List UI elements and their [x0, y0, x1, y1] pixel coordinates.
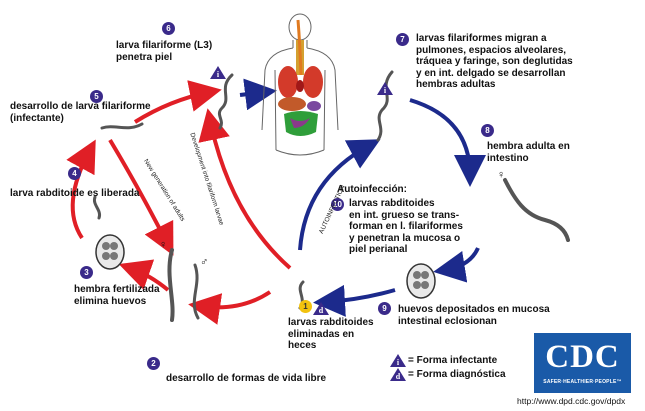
organs-icon	[278, 19, 323, 136]
egg-intestine-icon	[406, 263, 436, 299]
step-1-label: larvas rabditoides eliminadas en heces	[288, 317, 374, 351]
step-9-label: huevos depositados en mucosa intestinal …	[398, 304, 550, 327]
arrow-migration	[409, 98, 486, 187]
autoinfeccion-title: Autoinfección:	[337, 184, 407, 195]
cdc-logo: CDC SAFER·HEALTHIER·PEOPLE™	[534, 333, 631, 393]
legend-diagnostic-icon: d	[390, 368, 406, 381]
adult-female-worm	[503, 178, 570, 242]
larva-rhabditiform	[92, 195, 102, 220]
step-8-marker: 8	[481, 124, 494, 137]
step-6-label: larva filariforme (L3) penetra piel	[116, 40, 213, 63]
step-5-marker: 5	[90, 90, 103, 103]
step-6-marker: 6	[162, 22, 175, 35]
diagnostic-marker-symbol: d	[319, 306, 324, 315]
larva-filariform-infective	[100, 122, 144, 130]
arrow-free-living-bottom	[188, 290, 272, 325]
infective-marker-icon: i	[210, 66, 226, 79]
step-2-marker: 2	[147, 357, 160, 370]
arrow-larva-to-filariform	[133, 80, 222, 124]
arrow-new-generation	[108, 138, 174, 256]
adult-female-symbol: ♀	[497, 169, 506, 181]
legend-diagnostic-symbol: d	[396, 372, 401, 381]
arrow-penetration	[239, 78, 277, 111]
legend-diagnostic-text: = Forma diagnóstica	[408, 369, 506, 380]
male-symbol: ♂	[200, 256, 209, 268]
legend-infective-symbol: i	[397, 358, 400, 367]
step-10-marker: 10	[331, 198, 344, 211]
larva-filariform-skin	[217, 73, 234, 130]
step-8-label: hembra adulta en intestino	[487, 141, 570, 164]
step-4-label: larva rabditoide es liberada	[10, 188, 140, 199]
arrow-autoinfection	[298, 139, 381, 251]
arrow-to-eggs	[118, 259, 170, 292]
cdc-logo-tagline: SAFER·HEALTHIER·PEOPLE™	[543, 379, 622, 385]
step-9-marker: 9	[378, 302, 391, 315]
arrow-adult-to-eggs	[433, 247, 480, 283]
male-free-living-worm	[192, 263, 200, 320]
step-3-marker: 3	[80, 266, 93, 279]
arrow-eggs-to-feces	[313, 284, 396, 317]
source-url-link[interactable]: http://www.dpd.cdc.gov/dpdx	[517, 396, 626, 406]
step-3-label: hembra fertilizada elimina huevos	[74, 284, 160, 307]
arrow-direct-development	[198, 108, 292, 270]
infective-marker-symbol: i	[217, 70, 220, 79]
egg-cluster-icon	[95, 234, 125, 270]
infective-marker-symbol: i	[384, 86, 387, 95]
arrow-eggs-to-larva	[66, 139, 96, 240]
female-free-living-worm	[167, 248, 175, 322]
step-1-marker: 1	[299, 300, 312, 313]
diagnostic-marker-icon: d	[313, 302, 329, 315]
step-10-label: larvas rabditoides en int. grueso se tra…	[349, 198, 463, 255]
female-symbol: ♀	[159, 239, 168, 251]
step-4-marker: 4	[68, 167, 81, 180]
legend-infective-icon: i	[390, 354, 406, 367]
infective-marker-icon: i	[377, 82, 393, 95]
step-7-marker: 7	[396, 33, 409, 46]
human-figure-icon	[261, 13, 339, 156]
cdc-logo-text: CDC	[545, 339, 620, 375]
legend-infective-text: = Forma infectante	[408, 355, 498, 366]
step-7-label: larvas filariformes migran a pulmones, e…	[416, 33, 573, 90]
step-2-label: desarrollo de formas de vida libre	[166, 373, 327, 384]
step-5-label: desarrollo de larva filariforme (infecta…	[10, 101, 151, 124]
